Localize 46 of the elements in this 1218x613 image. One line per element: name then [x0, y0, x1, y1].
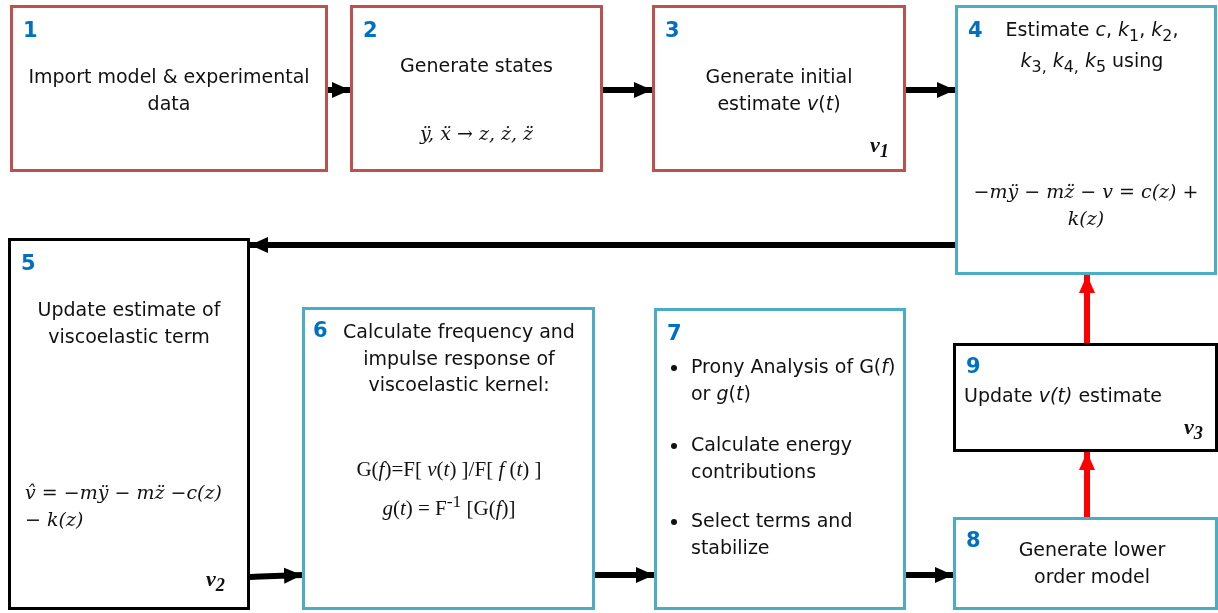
process-box — [654, 308, 906, 610]
process-box — [10, 5, 328, 172]
step-text: Estimate c, k$_{1}$, k$_{2}$, k$_{3,}$ k$_{4,}$ k$_{5}$ using — [1004, 17, 1180, 78]
variable-label: v$_{2}$ — [206, 564, 225, 598]
process-box — [302, 307, 595, 610]
step-text: Generate lower order model — [1017, 537, 1167, 589]
step-number: 6 — [313, 317, 328, 344]
step-text: Update v(t) estimate — [964, 383, 1164, 408]
formula: −mÿ − mz̈ − v = c(z) + k(z) — [972, 179, 1200, 231]
step-number: 9 — [966, 353, 981, 380]
step-number: 3 — [665, 17, 680, 44]
bullet-item: Select terms and stabilize — [691, 508, 854, 560]
arrow — [906, 567, 953, 583]
step-number: 1 — [23, 17, 38, 44]
step-number: 4 — [968, 17, 983, 44]
formula: v̂ = −mÿ − mz̈ −c(z) − k(z) — [25, 480, 223, 532]
process-box — [955, 5, 1217, 275]
variable-label: v$_{3}$ — [1184, 412, 1203, 446]
step-number: 8 — [966, 527, 981, 554]
arrow — [328, 82, 350, 98]
step-text: Generate states — [399, 53, 554, 78]
step-number: 2 — [363, 17, 378, 44]
step-number: 7 — [667, 320, 682, 347]
arrow — [906, 82, 955, 98]
formula: ÿ, ẍ → z, ż, z̈ — [418, 121, 535, 146]
process-box — [953, 343, 1218, 452]
step-text: Import model & experimental data — [27, 64, 311, 116]
bullet-item: Prony Analysis of G(f) or g(t) — [691, 354, 897, 406]
process-box — [350, 5, 603, 172]
variable-label: v$_{1}$ — [870, 130, 889, 164]
arrow — [603, 82, 652, 98]
arrow — [249, 567, 303, 584]
process-box — [652, 5, 906, 172]
bullet-item: Calculate energy contributions — [691, 432, 853, 484]
formula: g(t) = F$^{-1}$ [G(f)] — [381, 490, 517, 522]
step-text: Calculate frequency and impulse response of viscoelastic kernel: — [342, 319, 576, 398]
process-box — [8, 238, 250, 610]
step-number: 5 — [21, 250, 36, 277]
arrow — [595, 567, 654, 583]
formula: G(f)=F[ v(t) ]/F[ f (t) ] — [355, 456, 543, 483]
arrow — [1079, 452, 1095, 517]
process-box — [953, 517, 1218, 610]
arrow — [250, 237, 955, 253]
arrow — [1079, 275, 1095, 343]
step-text: Generate initial estimate v(t) — [704, 64, 854, 116]
step-text: Update estimate of viscoelastic term — [36, 297, 222, 349]
